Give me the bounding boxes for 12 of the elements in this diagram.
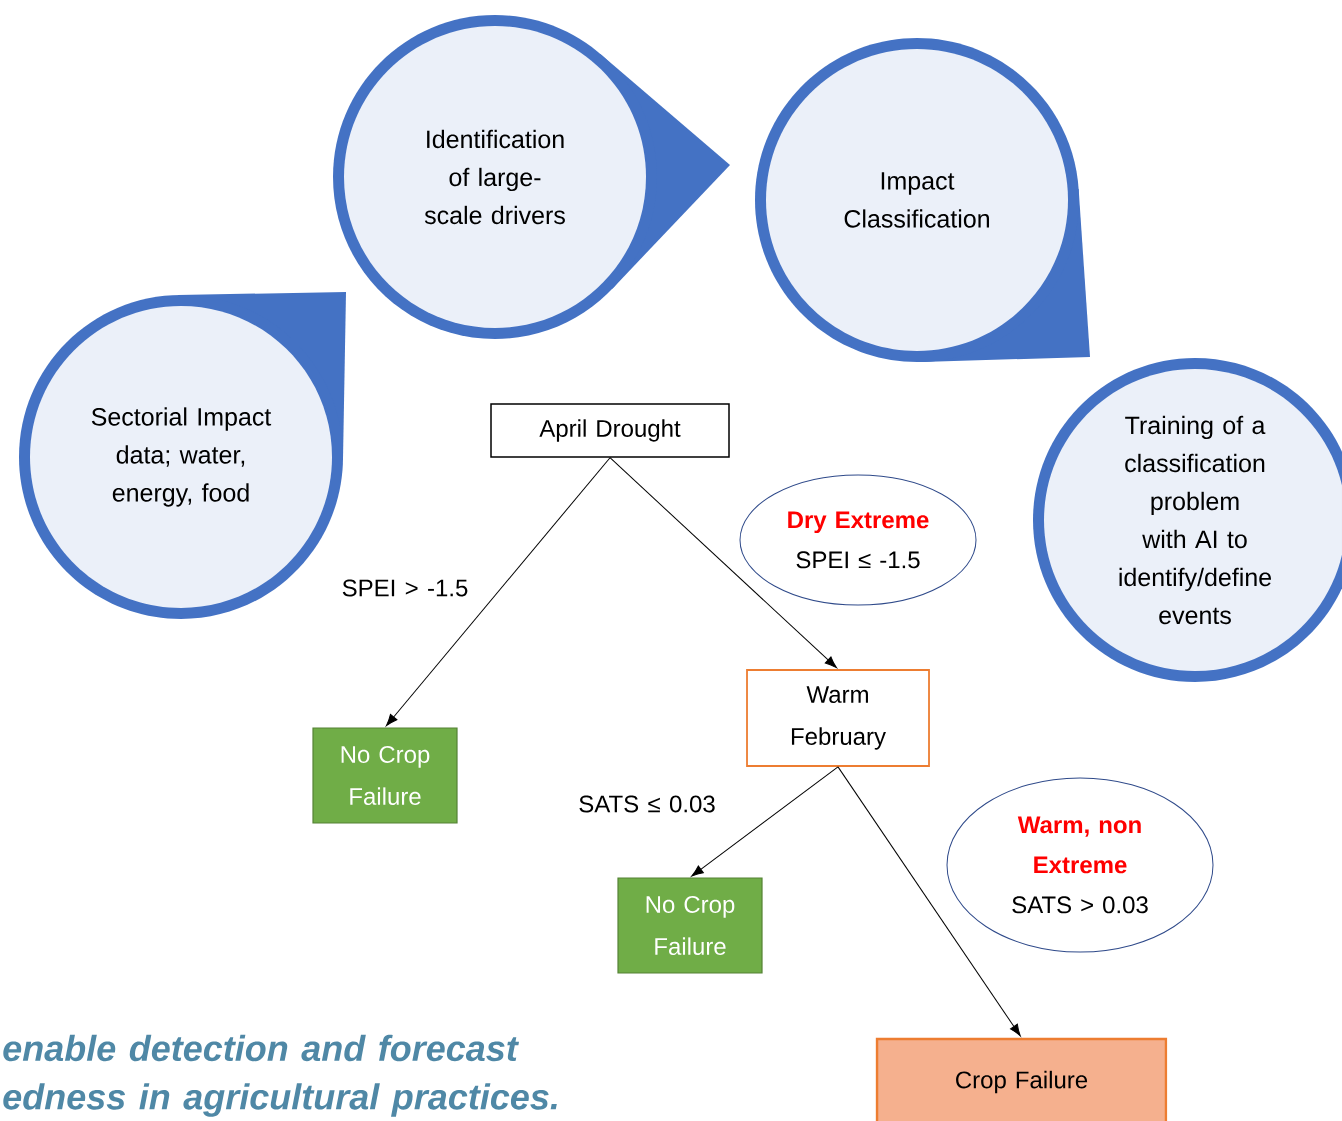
decision-box: Warm February <box>746 669 930 767</box>
outcome-box: No Crop Failure <box>617 877 763 974</box>
edge-label: SATS ≤ 0.03 <box>576 793 718 815</box>
outcome-box: No Crop Failure <box>312 727 458 824</box>
arrow <box>609 457 837 669</box>
caption-text: edness in agricultural practices. <box>3 1083 557 1117</box>
arrow <box>837 766 1021 1037</box>
decision-box: April Drought <box>490 403 730 458</box>
outcome-box: Crop Failure <box>875 1037 1168 1121</box>
caption-text: enable detection and forecast <box>3 1034 520 1062</box>
arrow <box>385 457 611 727</box>
arrow <box>691 766 839 877</box>
